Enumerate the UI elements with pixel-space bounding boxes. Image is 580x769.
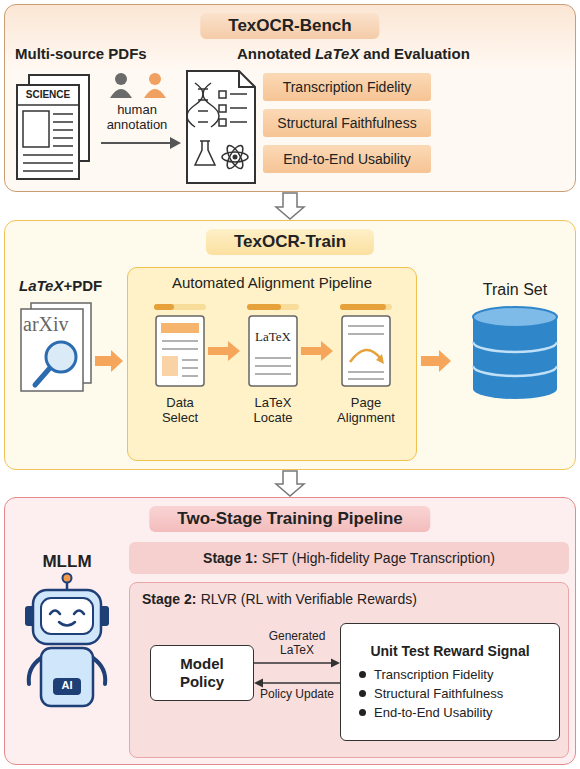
text-label: MLLM [27, 552, 107, 572]
panel-title: Two-Stage Training Pipeline [149, 506, 430, 532]
panel-title: TexOCR-Bench [200, 13, 379, 39]
bullet-text: Structural Faithfulness [374, 686, 503, 701]
metric-box: Structural Faithfulness [263, 109, 431, 137]
bullet-dot [359, 709, 366, 716]
stage-box: Stage 2: RLVR (RL with Verifiable Rewards… [129, 582, 569, 758]
text-label: Page Alignment [328, 396, 404, 426]
label-group: AnnotatedLaTeXand Evaluation [237, 45, 470, 62]
connector [276, 193, 304, 219]
stage-box: Stage 1: SFT (High-fidelity Page Transcri… [129, 542, 569, 574]
pipeline-icons [128, 268, 415, 459]
text-label: LaTeX [19, 277, 63, 294]
text-label: and Evaluation [363, 45, 470, 62]
stage-line: Stage 1: SFT (High-fidelity Page Transcri… [203, 550, 495, 566]
panel-title: TexOCR-Train [206, 229, 374, 255]
text-label: arXiv [23, 313, 69, 336]
stage-name: Stage 1: [203, 550, 257, 566]
box-text: End-to-End Usability [283, 151, 411, 168]
reward-box: Unit Test Reward SignalTranscription Fid… [340, 623, 560, 741]
text-label: AI [53, 679, 81, 692]
box-text: Structural Faithfulness [277, 115, 416, 132]
bullet-row: End-to-End Usability [359, 705, 545, 720]
box-heading: Unit Test Reward Signal [355, 643, 545, 659]
edge-label: Policy Update [258, 688, 336, 702]
text-label: LaTeX [315, 45, 359, 62]
section-panel: TexOCR-BenchTranscription FidelityStruct… [4, 4, 576, 192]
text-label: Data Select [148, 396, 212, 426]
bullet-text: End-to-End Usability [374, 705, 493, 720]
text-label: LaTeX [247, 330, 299, 345]
text-label: LaTeX Locate [241, 396, 305, 426]
stage-desc: RLVR (RL with Verifiable Rewards) [201, 591, 417, 607]
text-label: SCIENCE [17, 89, 79, 101]
bullet-dot [359, 671, 366, 678]
box-heading: Automated Alignment Pipeline [128, 274, 416, 291]
policy-box: Model Policy [150, 645, 254, 701]
text-label: human annotation [95, 103, 179, 133]
connector [254, 679, 340, 688]
text-label: Multi-source PDFs [15, 45, 147, 62]
bullet-dot [359, 690, 366, 697]
section-panel: Two-Stage Training PipelineStage 1: SFT (… [4, 497, 576, 765]
bullet-row: Transcription Fidelity [359, 667, 545, 682]
connector [254, 659, 340, 668]
text-label: +PDF [63, 277, 102, 294]
metric-box: Transcription Fidelity [263, 73, 431, 101]
section-panel: TexOCR-Train Automated Alignment Pipelin… [4, 220, 576, 470]
bullet-text: Transcription Fidelity [374, 667, 493, 682]
text-label: Train Set [467, 281, 563, 299]
box-text: Transcription Fidelity [283, 79, 412, 96]
stage-name: Stage 2: [142, 591, 196, 607]
label-group: LaTeX+PDF [19, 277, 102, 294]
box-text: Model Policy [157, 655, 247, 691]
edge-label: Generated LaTeX [258, 630, 336, 658]
bullet-row: Structural Faithfulness [359, 686, 545, 701]
pipeline-box: Automated Alignment PipelineData Select L… [127, 267, 417, 461]
connector [276, 471, 304, 496]
text-label: Annotated [237, 45, 311, 62]
stage-desc: SFT (High-fidelity Page Transcription) [262, 550, 495, 566]
metric-box: End-to-End Usability [263, 145, 431, 173]
stage-line: Stage 2: RLVR (RL with Verifiable Rewards… [142, 591, 417, 607]
